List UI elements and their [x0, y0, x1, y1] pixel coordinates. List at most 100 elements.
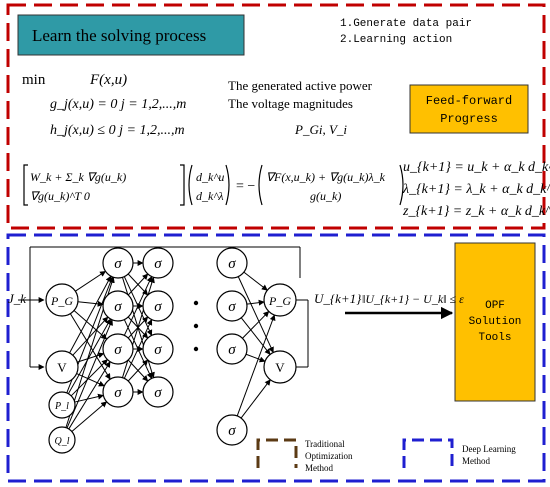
kkt-row-2: ∇g(u_k)^T 0: [30, 189, 90, 203]
step-2: 2.Learning action: [340, 34, 452, 46]
kkt-row-1: W_k + Σ_k ∇g(u_k): [30, 170, 126, 184]
hidden-node-l1-3: σ: [102, 333, 134, 365]
update-u: u_{k+1} = u_k + α_k d_k^u: [403, 160, 550, 175]
sigma-symbol: σ: [154, 342, 162, 358]
hidden-node-l1-1: σ: [102, 247, 134, 279]
input-ql-label: Q_l: [55, 436, 70, 447]
min-label: min: [22, 72, 46, 88]
edge-in1-h10: [69, 275, 112, 354]
rhs-paren-left: [258, 164, 263, 206]
legend-deep-marker: [402, 438, 454, 468]
edge-h32-out0: [242, 311, 270, 339]
objective: F(x,u): [89, 72, 127, 88]
edge-h13-h22: [127, 359, 149, 382]
legend-traditional-2: Optimization: [305, 451, 353, 461]
title-text: Learn the solving process: [32, 26, 206, 45]
step-1: 1.Generate data pair: [340, 18, 472, 30]
edge-in3-h13: [71, 401, 108, 432]
edge-h13-h21: [123, 319, 153, 379]
hidden-node-l1-4: σ: [102, 376, 134, 408]
sigma-symbol: σ: [154, 299, 162, 315]
edge-in0-h12: [73, 310, 108, 340]
legend-deep-1: Deep Learning: [462, 444, 516, 454]
update-lambda: λ_{k+1} = λ_k + α_k d_k^λ: [402, 182, 550, 197]
edge-in0-h11: [77, 300, 104, 307]
traditional-frame: [6, 3, 546, 230]
hidden-node-l3-4: σ: [216, 414, 248, 446]
hidden-node-l2-4: σ: [142, 376, 174, 408]
edge-in0-h13: [69, 313, 111, 380]
sigma-symbol: σ: [114, 299, 122, 315]
edge-in2-h13: [74, 393, 104, 403]
edge-in3-h12: [68, 361, 111, 430]
vec-du: d_k^u: [196, 170, 224, 184]
edge-h33-out0: [236, 314, 276, 417]
vec-paren-right: [225, 164, 230, 206]
vec-dl: d_k^λ: [196, 189, 224, 203]
opf-line2: Solution: [469, 316, 522, 328]
sigma-symbol: σ: [154, 385, 162, 401]
edge-in1-h13: [76, 373, 105, 387]
rhs-row-1: ∇F(x,u_k) + ∇g(u_k)λ_k: [266, 170, 386, 184]
feedforward-line2: Progress: [440, 112, 498, 126]
opf-box: [454, 242, 536, 402]
hidden-node-l3-2: σ: [216, 290, 248, 322]
edge-in2-h11: [67, 318, 112, 394]
output-v-label: V: [275, 360, 285, 375]
edge-h33-out1: [240, 379, 271, 419]
sigma-symbol: σ: [114, 342, 122, 358]
output-pg-label: P_G: [268, 294, 291, 308]
title-box: [17, 14, 245, 56]
output-node-pg: P_G: [263, 283, 297, 317]
network-edges: [65, 260, 276, 432]
edge-in1-h12: [77, 352, 105, 363]
inequality-constraint: h_j(x,u) ≤ 0 j = 1,2,...,m: [50, 123, 185, 138]
edge-in2-h12: [70, 359, 108, 397]
input-pl-label: P_l: [54, 401, 69, 412]
layer-ellipsis: [193, 300, 199, 352]
edge-h12-h20: [123, 276, 153, 336]
input-label: J_k: [8, 291, 26, 306]
deep-learning-frame: [6, 233, 546, 483]
legend-traditional-3: Method: [305, 463, 333, 473]
edge-h31-out0: [246, 299, 265, 306]
legend-traditional-1: Traditional: [305, 439, 345, 449]
edge-in1-h11: [72, 316, 109, 356]
equals-minus: = −: [236, 179, 255, 194]
edge-h30-out0: [243, 271, 268, 291]
input-v-label: V: [57, 360, 67, 375]
hidden-node-l2-1: σ: [142, 247, 174, 279]
hidden-node-l3-1: σ: [216, 247, 248, 279]
hidden-node-l1-2: σ: [102, 290, 134, 322]
hidden-node-l2-3: σ: [142, 333, 174, 365]
output-node-v: V: [263, 350, 297, 384]
feedforward-line1: Feed-forward: [426, 94, 512, 108]
sigma-symbol: σ: [154, 256, 162, 272]
sigma-symbol: σ: [228, 299, 236, 315]
edge-h30-out1: [237, 276, 274, 354]
sigma-symbol: σ: [228, 256, 236, 272]
vec-paren-left: [188, 164, 193, 206]
feedforward-box: [409, 84, 529, 134]
input-node-pl: P_l: [48, 391, 76, 419]
legend-traditional-marker: [256, 438, 298, 468]
sigma-symbol: σ: [114, 385, 122, 401]
edge-h11-h20: [127, 273, 149, 296]
sigma-symbol: σ: [114, 256, 122, 272]
sigma-symbol: σ: [228, 342, 236, 358]
convergence-criterion: ‖U_{k+1} − U_k‖ ≤ ε: [362, 292, 464, 306]
input-node-pg: P_G: [45, 283, 79, 317]
rhs-row-2: g(u_k): [310, 189, 341, 203]
opf-line1: OPF: [485, 300, 505, 312]
edge-in0-h10: [75, 270, 106, 292]
hidden-layers: σ σ σ σ σ σ σ σ σ σ σ σ: [102, 247, 248, 446]
update-z: z_{k+1} = z_k + α_k d_k^z: [402, 204, 550, 219]
edge-h31-out1: [240, 317, 271, 355]
legend-deep-2: Method: [462, 456, 490, 466]
input-node-v: V: [45, 350, 79, 384]
equality-constraint: g_j(x,u) = 0 j = 1,2,...,m: [50, 97, 186, 112]
variables: P_Gi, V_i: [294, 122, 347, 137]
input-pg-label: P_G: [50, 294, 73, 308]
